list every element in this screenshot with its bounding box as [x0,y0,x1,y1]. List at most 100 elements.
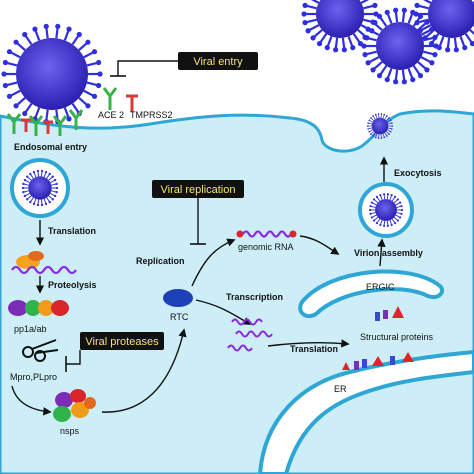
arrow-rtc-to-transcription [195,299,252,325]
virus-spike-tip [372,135,374,137]
virus-spike-tip [365,26,371,32]
virus-spike-tip [372,2,378,8]
virus-spike-tip [400,205,403,208]
virus-spike-tip [367,128,370,130]
virus-spike-tip [469,41,474,47]
virus-spike-tip [96,82,102,89]
virus-spike-tip [400,208,404,212]
virus-spike-tip [388,133,390,135]
virus-spike-tip [55,182,58,186]
viral-proteases-label-box [80,332,164,350]
virus-spike-tip [76,31,82,38]
virus-spike-tip [2,59,8,66]
tmprss2-receptors [21,94,138,134]
exocytosis-label: Exocytosis [394,168,442,178]
rtc-label: RTC [170,312,189,322]
virus-particle-extracellular [301,0,379,53]
virus-spike-tip [53,178,57,182]
viral-proteases-inhibitor-line [66,350,81,365]
virus-spike-tip [32,170,36,174]
virus-spike-tip [375,222,379,225]
virus-spike [360,0,370,4]
virus-spike-tip [429,60,435,66]
scissors-icon [22,339,59,362]
virus-spike-tip [53,194,57,198]
virus-spike-tip [85,39,91,45]
virus-spike-tip [377,113,380,115]
translation-label-2: Translation [290,344,338,354]
arrow-nsps-to-rtc [101,328,187,413]
virus-spike-tip [372,115,374,117]
virus-spike-tip [374,113,377,116]
virus-spike-tip [370,201,373,204]
virus-spike-tip [66,116,72,122]
virus-particle-extracellular [361,7,439,85]
virus-spike-tip [383,113,386,116]
virus-spike-tip [310,35,316,41]
virus-spike-tip [462,45,468,51]
virus-spike-tip [424,67,430,73]
virus-spike-tip [372,219,376,222]
polyprotein-pp1a-ab [8,300,69,316]
virus-spike-tip [22,182,25,186]
virus-spike-tip [44,170,48,174]
virus-body [28,176,52,200]
arrow-rtc-to-genomic-rna [191,238,236,287]
er-structural-proteins [342,352,414,370]
virus-spike-tip [417,73,424,79]
virus-body [428,0,474,38]
virus-spike-tip [13,103,19,109]
virus-particle-endosome [21,169,59,207]
virus-spike-tip [32,26,38,32]
viral-replication-label: Viral replication [160,184,235,196]
ace2-receptors [6,87,118,136]
virus-body [376,22,424,70]
virus-spike-tip [368,119,371,122]
virus-spike-tip [44,202,48,206]
virus-spike-tip [386,135,388,137]
virus-spike-tip [380,137,383,139]
virus-body [371,117,389,135]
virus-spike-tip [383,136,386,139]
virus-spike-tip [32,202,36,206]
virus-spike-tip [21,186,25,190]
nsps-label: nsps [60,426,80,436]
virus-spike-tip [399,201,402,204]
virus-spike-tip [362,52,368,58]
virus-spike-tip [374,136,377,139]
virus-spike-tip [401,79,407,85]
virus-spike-tip [302,2,308,8]
virus-spike-tip [384,9,390,15]
virus-spike-tip [453,47,459,53]
virus-spike-tip [396,198,400,201]
nsps-cluster [53,389,96,422]
viral-rna-strand-1 [11,265,77,275]
arrow-proteolysis-to-nsps [11,385,52,416]
virus-body [375,199,397,221]
virus-spike-tip [55,23,61,29]
virus-spike-tip [29,200,32,204]
virus-spike-tip [40,203,44,207]
virus-spike-tip [26,198,29,201]
subgenomic-rna-strands [227,318,273,352]
virus-spike-tip [40,169,44,173]
virus-spike-tip [370,216,373,219]
virus-spike-tip [372,198,376,201]
ergic-structural-proteins [375,306,404,321]
virus-particle-exocytosis [367,113,393,139]
structural-proteins-label: Structural proteins [360,332,434,342]
virus-spike-tip [391,125,393,127]
virus-spike-tip [370,67,376,73]
virus-spike-tip [432,52,438,58]
virus-spike-tip [436,45,442,51]
virus-spike-tip [85,103,91,109]
virus-spike-tip [22,190,25,194]
virus-spike-tip [91,49,98,55]
ergic-compartment [298,269,445,319]
virus-spike-tip [414,20,420,26]
genomic-rna-strand [242,230,292,238]
virus-spike-tip [51,198,54,201]
proteolysis-label: Proteolysis [48,280,97,290]
virus-spike-tip [361,43,367,49]
